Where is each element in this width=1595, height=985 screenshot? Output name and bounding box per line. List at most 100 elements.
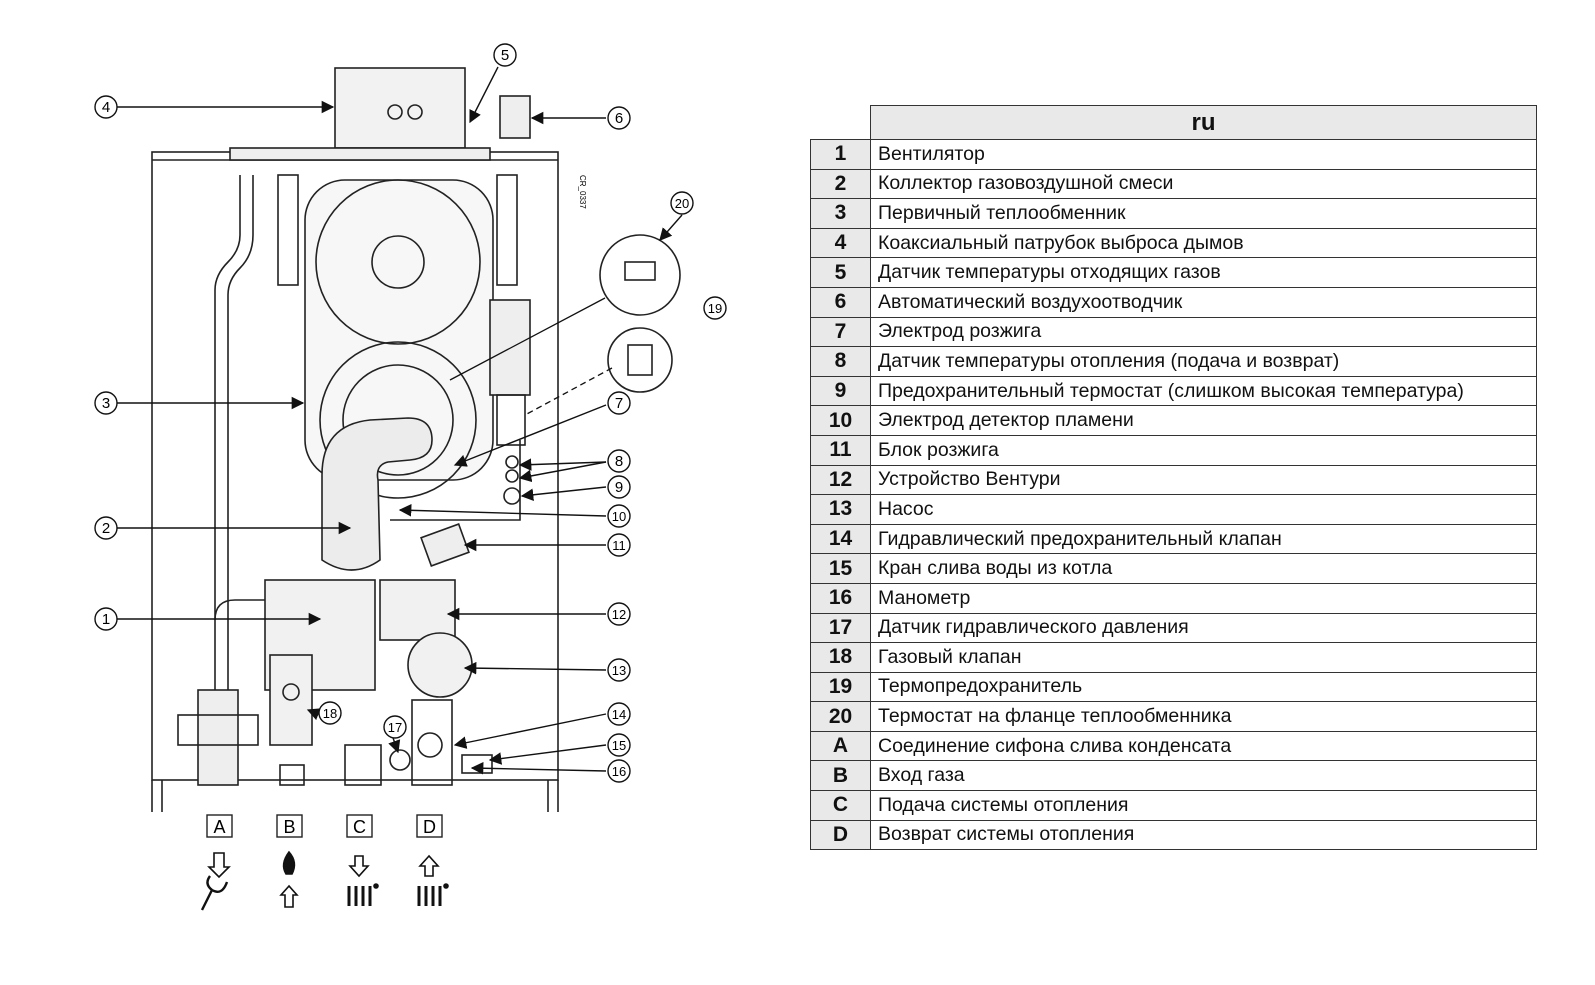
callout-number: 18 xyxy=(323,706,337,721)
callout-circle xyxy=(607,733,631,757)
callout-number: 7 xyxy=(615,395,623,412)
legend-key: 16 xyxy=(810,582,871,614)
callout-number: 11 xyxy=(612,538,626,553)
radiator-icon xyxy=(347,886,372,906)
legend-description: Датчик температуры отходящих газов xyxy=(870,257,1537,288)
legend-key: 5 xyxy=(810,257,871,288)
callout-number: 12 xyxy=(612,607,626,622)
callout-number: 1 xyxy=(102,611,110,628)
pump xyxy=(407,632,473,698)
callout-circle xyxy=(383,715,407,739)
callout-number: 2 xyxy=(102,520,110,537)
legend-description: Газовый клапан xyxy=(870,642,1537,673)
legend-key: 12 xyxy=(810,464,871,496)
legend-description: Вентилятор xyxy=(870,139,1537,170)
callout-number: 17 xyxy=(388,720,402,735)
legend-key: B xyxy=(810,760,871,792)
legend-key: 19 xyxy=(810,671,871,703)
flange-thermostat-detail xyxy=(599,234,681,316)
legend-key: 4 xyxy=(810,227,871,259)
gas-flame-icon xyxy=(282,850,296,875)
callout-circle xyxy=(607,449,631,473)
legend-description: Предохранительный термостат (слишком выс… xyxy=(870,375,1537,407)
callout-number: 16 xyxy=(612,764,626,779)
callout-circle xyxy=(607,533,631,557)
legend-key: D xyxy=(810,819,871,851)
legend-key: 6 xyxy=(810,286,871,318)
callout-number: 20 xyxy=(675,196,689,211)
callout-circle xyxy=(607,106,631,130)
drawing-code: CR_0337 xyxy=(578,175,587,209)
legend-key: C xyxy=(810,790,871,821)
callout-number: 4 xyxy=(102,99,110,116)
legend-key: 17 xyxy=(810,612,871,644)
legend-description: Коллектор газовоздушной смеси xyxy=(870,168,1537,200)
thermal-fuse-detail xyxy=(607,327,673,393)
legend-description: Блок розжига xyxy=(870,434,1537,466)
callout-circle xyxy=(670,191,694,215)
callout-number: 13 xyxy=(612,663,626,678)
legend-key: 14 xyxy=(810,523,871,555)
venturi xyxy=(379,579,456,641)
radiator-icon xyxy=(417,886,442,906)
connection-label-c: C xyxy=(353,817,366,837)
callout-circle xyxy=(94,95,118,119)
legend-description: Термопредохранитель xyxy=(870,671,1537,703)
legend-header: ru xyxy=(870,105,1537,140)
legend-description: Электрод детектор пламени xyxy=(870,405,1537,436)
legend-description: Автоматический воздухоотводчик xyxy=(870,286,1537,318)
legend-description: Кран слива воды из котла xyxy=(870,553,1537,584)
legend-key: 3 xyxy=(810,198,871,229)
callout-circle xyxy=(318,701,342,725)
callout-circle xyxy=(607,475,631,499)
callout-number: 14 xyxy=(612,707,626,722)
callout-number: 15 xyxy=(612,738,626,753)
legend-description: Вход газа xyxy=(870,760,1537,792)
callout-circle xyxy=(607,391,631,415)
legend-description: Насос xyxy=(870,494,1537,525)
callout-circle xyxy=(607,504,631,528)
connection-labels xyxy=(206,814,443,838)
callout-circle xyxy=(703,296,727,320)
callout-number: 6 xyxy=(615,110,623,127)
legend-key: 10 xyxy=(810,405,871,436)
legend-key: 20 xyxy=(810,701,871,732)
callout-circle xyxy=(493,43,517,67)
legend-key: 18 xyxy=(810,642,871,673)
legend-key: 11 xyxy=(810,434,871,466)
legend-key: 1 xyxy=(810,139,871,170)
legend-key: 13 xyxy=(810,494,871,525)
legend-description: Гидравлический предохранительный клапан xyxy=(870,523,1537,555)
callout-circle xyxy=(94,391,118,415)
callout-number: 8 xyxy=(615,453,623,470)
callout-circle xyxy=(607,702,631,726)
callout-number: 5 xyxy=(501,47,509,64)
legend-description: Соединение сифона слива конденсата xyxy=(870,730,1537,762)
legend-description: Датчик гидравлического давления xyxy=(870,612,1537,644)
legend-key: A xyxy=(810,730,871,762)
legend-description: Электрод розжига xyxy=(870,316,1537,348)
legend-description: Термостат на фланце теплообменника xyxy=(870,701,1537,732)
legend-description: Первичный теплообменник xyxy=(870,198,1537,229)
callout-circle xyxy=(94,516,118,540)
boiler-diagram: CR_0337 1234567891011121314151617181920 … xyxy=(94,43,727,911)
callout-circle xyxy=(607,759,631,783)
